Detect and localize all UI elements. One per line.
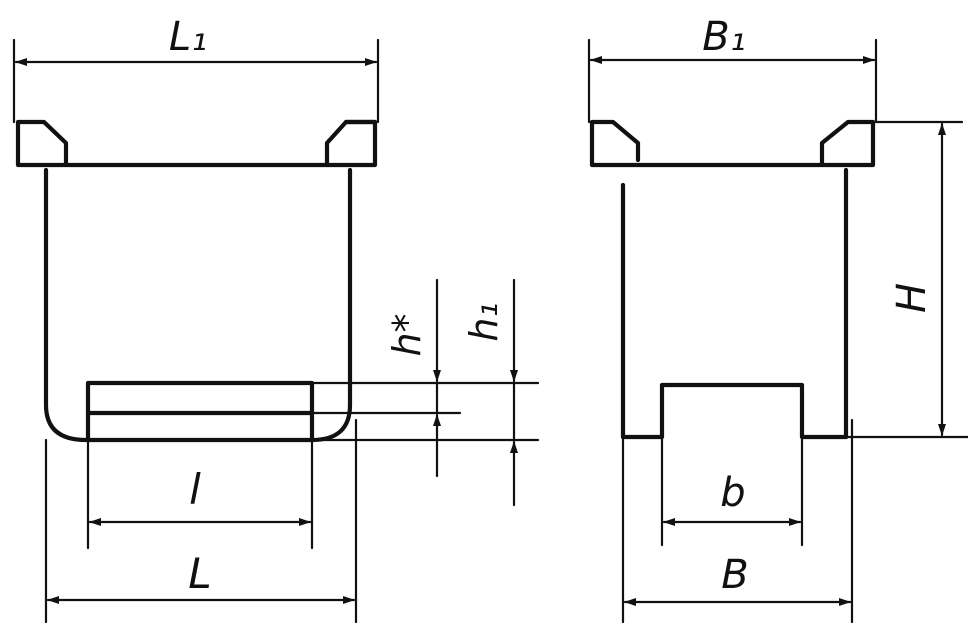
L-label: L	[188, 549, 211, 598]
b1-label: B₁	[702, 14, 745, 60]
right-rim-outline	[589, 119, 876, 168]
left-body-outline	[43, 167, 353, 443]
b-label: b	[720, 470, 745, 516]
l-label: l	[189, 465, 201, 514]
B-label: B	[721, 552, 748, 598]
left-rim-outline	[15, 119, 378, 168]
right-bottom-profile	[620, 382, 849, 440]
H-label: H	[889, 283, 935, 313]
left-view: L₁ l L h* h₁	[12, 14, 540, 624]
right-view: B₁ H b B	[587, 14, 968, 624]
h1-label: h₁	[462, 302, 506, 341]
h-star-label: h*	[385, 313, 429, 356]
l1-label: L₁	[169, 14, 207, 60]
